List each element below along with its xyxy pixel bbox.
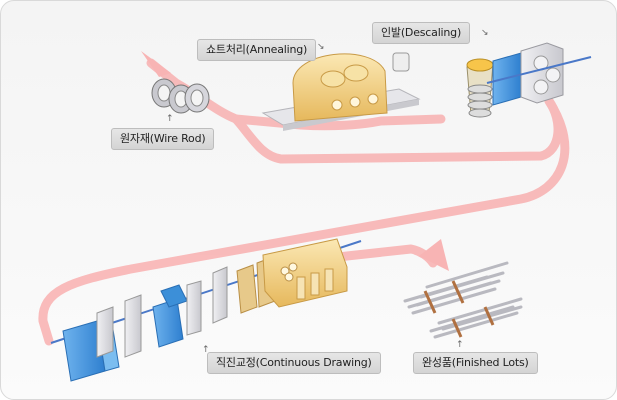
- drawing-line: [50, 238, 362, 382]
- flow-arrowhead: [419, 239, 449, 271]
- continuous-drawing-pointer: ↑: [202, 345, 210, 355]
- finished-lots-label: 완성품(Finished Lots): [413, 352, 538, 374]
- wire-rod-label: 원자재(Wire Rod): [111, 128, 215, 150]
- wire-rod-coils: [151, 78, 210, 114]
- annealing-furnace: [261, 52, 421, 131]
- finished-lots-pointer: ↑: [456, 340, 464, 350]
- finished-lots: [403, 261, 523, 339]
- flow-entry-arrow: [141, 51, 171, 77]
- bundle-bands: [423, 280, 495, 338]
- descaling-machine: [466, 42, 592, 118]
- descaling-pointer: ↘: [481, 28, 489, 38]
- annealing-pointer: ↘: [317, 42, 325, 52]
- annealing-label: 쇼트처리(Annealing): [197, 39, 317, 61]
- wire-rod-pointer: ↑: [166, 114, 174, 124]
- descaling-label: 인발(Descaling): [372, 22, 471, 44]
- continuous-drawing-label: 직진교정(Continuous Drawing): [207, 352, 381, 374]
